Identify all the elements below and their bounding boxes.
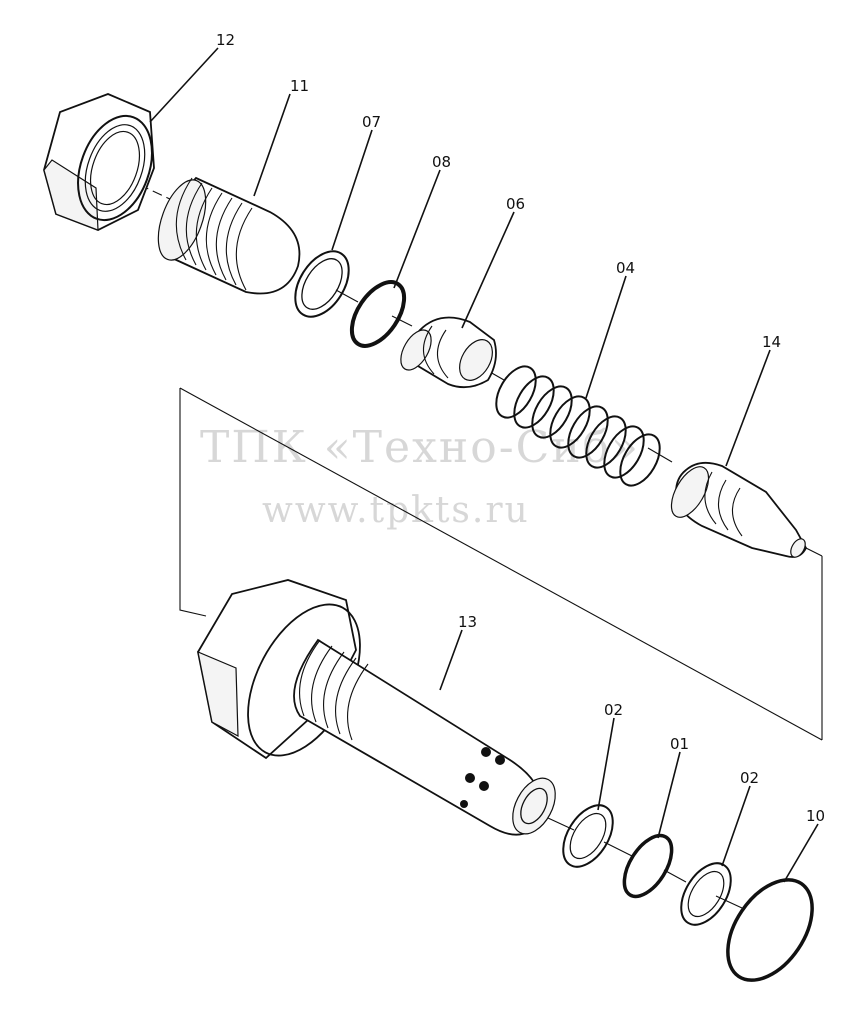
part-02-ring-a <box>562 804 614 868</box>
part-labels: 12 11 07 08 06 04 14 13 02 01 02 10 <box>216 31 825 825</box>
watermark-company: ТПК «Техно-Сиб» <box>200 422 640 473</box>
part-13-valve-body <box>197 579 556 836</box>
label-04: 04 <box>616 259 635 277</box>
label-13: 13 <box>458 613 477 631</box>
part-02-ring-b <box>680 862 732 926</box>
label-02-a: 02 <box>604 701 623 719</box>
label-12: 12 <box>216 31 235 49</box>
part-11-threaded-sleeve <box>157 176 301 295</box>
label-08: 08 <box>432 153 451 171</box>
part-04-spring <box>495 365 661 487</box>
label-01: 01 <box>670 735 689 753</box>
label-14: 14 <box>762 333 781 351</box>
label-07: 07 <box>362 113 381 131</box>
watermark: ТПК «Техно-Сиб» www.tpkts.ru <box>200 422 640 531</box>
part-07-flat-ring <box>294 250 350 318</box>
watermark-url: www.tpkts.ru <box>262 490 530 531</box>
part-01-o-ring <box>622 833 674 899</box>
part-14-spool <box>670 461 808 558</box>
label-06: 06 <box>506 195 525 213</box>
part-12-hex-nut <box>43 93 155 231</box>
part-06-poppet <box>400 316 497 389</box>
label-11: 11 <box>290 77 309 95</box>
leader-lines <box>149 47 819 883</box>
part-10-large-o-ring <box>726 878 814 982</box>
part-08-o-ring <box>349 280 407 348</box>
label-02-b: 02 <box>740 769 759 787</box>
label-10: 10 <box>806 807 825 825</box>
